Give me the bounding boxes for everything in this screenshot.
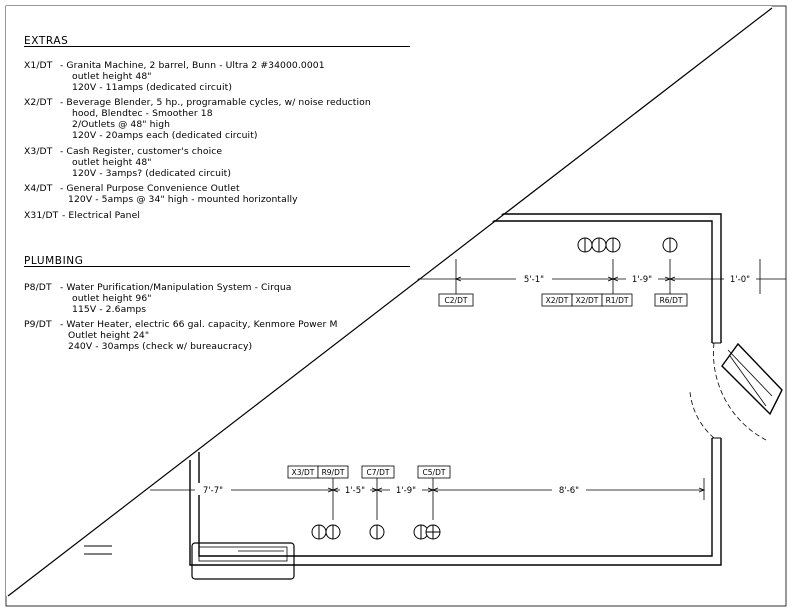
note-line: Outlet height 24": [68, 330, 150, 341]
tag-x2-b: X2/DT: [576, 296, 599, 305]
note-tag: X31/DT: [24, 210, 59, 221]
bottom-dim-2: 1'-5": [345, 486, 365, 496]
top-dimension-line: [412, 259, 786, 294]
top-equipment-tags: [438, 293, 688, 307]
note-line: outlet height 48": [72, 71, 152, 82]
note-line: - Water Heater, electric 66 gal. capacit…: [60, 319, 338, 330]
tag-r9: R9/DT: [322, 468, 345, 477]
note-tag: X1/DT: [24, 60, 53, 71]
room-walls: [189, 213, 722, 566]
note-line: 120V - 5amps @ 34" high - mounted horizo…: [68, 194, 298, 205]
top-dim-1: 5'-1": [524, 275, 544, 285]
tag-c2: C2/DT: [445, 296, 468, 305]
tag-c7: C7/DT: [367, 468, 390, 477]
tag-c5: C5/DT: [423, 468, 446, 477]
extras-rule: [24, 46, 410, 47]
note-line: - Cash Register, customer's choice: [60, 146, 223, 157]
note-line: - Water Purification/Manipulation System…: [60, 282, 292, 293]
diagonal-divider: [7, 7, 773, 597]
extras-heading: EXTRAS: [24, 35, 69, 47]
outlet-symbols-top: [577, 237, 678, 253]
outlet-symbols-bottom: [311, 524, 441, 540]
note-tag: X4/DT: [24, 183, 53, 194]
bottom-dim-4: 8'-6": [559, 486, 579, 496]
bottom-dim-3: 1'-9": [396, 486, 416, 496]
notes-mask: [6, 6, 772, 596]
plumbing-rule: [24, 266, 410, 267]
note-line: - Electrical Panel: [62, 210, 140, 221]
note-line: 240V - 30amps (check w/ bureaucracy): [68, 341, 253, 352]
plumbing-heading: PLUMBING: [24, 255, 84, 267]
top-dim-3: 1'-0": [730, 275, 750, 285]
tag-r1: R1/DT: [606, 296, 629, 305]
note-line: outlet height 48": [72, 157, 152, 168]
tag-x2-a: X2/DT: [546, 296, 569, 305]
bottom-dim-1: 7'-7": [203, 486, 223, 496]
note-tag: P8/DT: [24, 282, 52, 293]
note-line: 120V - 3amps? (dedicated circuit): [72, 168, 232, 179]
note-line: hood, Blendtec - Smoother 18: [72, 108, 213, 119]
note-line: - General Purpose Convenience Outlet: [60, 183, 240, 194]
top-dim-labels: 5'-1" 1'-9" 1'-0": [516, 272, 756, 285]
counter-fixture: [84, 542, 295, 580]
note-line: 120V - 20amps each (dedicated circuit): [72, 130, 258, 141]
bottom-dimension-line: [150, 478, 706, 520]
tag-x3: X3/DT: [292, 468, 315, 477]
note-line: outlet height 96": [72, 293, 152, 304]
note-tag: X2/DT: [24, 97, 53, 108]
note-line: 115V - 2.6amps: [72, 304, 147, 315]
note-line: - Granita Machine, 2 barrel, Bunn - Ultr…: [60, 60, 325, 71]
note-line: 120V - 11amps (dedicated circuit): [72, 82, 233, 93]
tag-r6: R6/DT: [660, 296, 683, 305]
note-line: - Beverage Blender, 5 hp., programable c…: [60, 97, 371, 108]
top-dim-2: 1'-9": [632, 275, 652, 285]
note-line: 2/Outlets @ 48" high: [72, 119, 171, 130]
note-tag: P9/DT: [24, 319, 52, 330]
door-swing: [689, 342, 783, 441]
note-tag: X3/DT: [24, 146, 53, 157]
